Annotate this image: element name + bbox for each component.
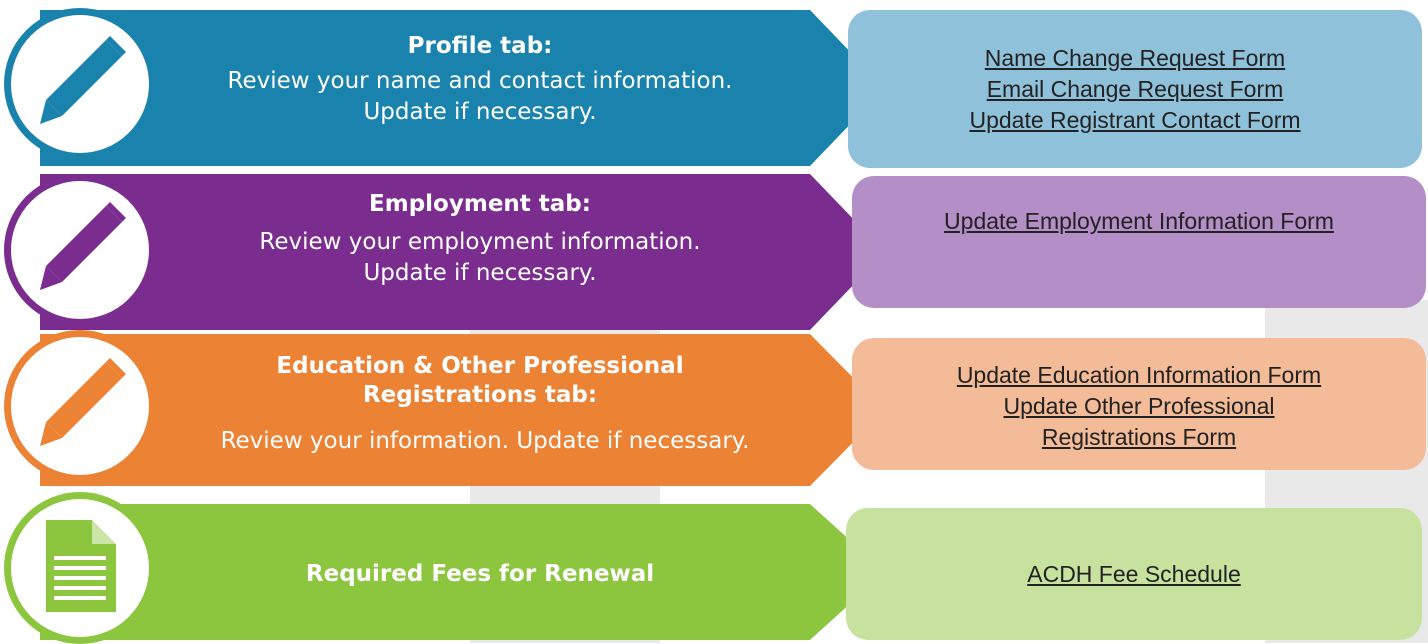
pencil-icon: [32, 200, 128, 300]
forms-box-profile: Name Change Request Form Email Change Re…: [848, 10, 1422, 168]
form-link-education[interactable]: Update Education Information Form: [956, 362, 1322, 388]
form-link-registrant-contact[interactable]: Update Registrant Contact Form: [969, 106, 1301, 133]
forms-box-fees: ACDH Fee Schedule: [846, 508, 1422, 640]
section-description: Review your name and contact information…: [227, 68, 733, 125]
icon-circle-education: [4, 330, 156, 482]
section-title: Education & Other Professional Registrat…: [276, 353, 684, 408]
section-description: Review your employment information. Upda…: [259, 229, 701, 286]
arrow-banner-employment: [40, 174, 885, 330]
icon-circle-profile: [4, 8, 156, 160]
form-link-other-registrations[interactable]: Update Other Professional Registrations …: [1003, 393, 1275, 450]
section-title: Required Fees for Renewal: [305, 561, 655, 587]
icon-circle-fees: [4, 492, 156, 644]
section-employment: Employment tab: Review your employment i…: [0, 172, 1428, 332]
arrow-banner-education: [40, 334, 885, 486]
pencil-icon: [32, 34, 128, 134]
document-icon: [40, 518, 120, 618]
forms-box-employment: Update Employment Information Form: [852, 176, 1426, 308]
pencil-icon: [32, 356, 128, 456]
fee-schedule-link[interactable]: ACDH Fee Schedule: [1027, 560, 1241, 587]
section-title: Profile tab:: [407, 33, 553, 59]
section-title: Employment tab:: [369, 191, 591, 217]
form-link-employment[interactable]: Update Employment Information Form: [944, 208, 1334, 234]
section-education: Education & Other Professional Registrat…: [0, 330, 1428, 490]
forms-box-education: Update Education Information Form Update…: [852, 338, 1426, 470]
section-fees: Required Fees for Renewal ACDH Fee Sched…: [0, 490, 1428, 644]
arrow-banner-profile: [40, 10, 885, 166]
form-link-email-change[interactable]: Email Change Request Form: [986, 75, 1284, 102]
arrow-banner-fees: [40, 504, 885, 640]
section-description: Review your information. Update if neces…: [220, 428, 750, 454]
form-link-name-change[interactable]: Name Change Request Form: [984, 44, 1286, 71]
icon-circle-employment: [4, 174, 156, 326]
section-profile: Profile tab: Review your name and contac…: [0, 8, 1428, 168]
